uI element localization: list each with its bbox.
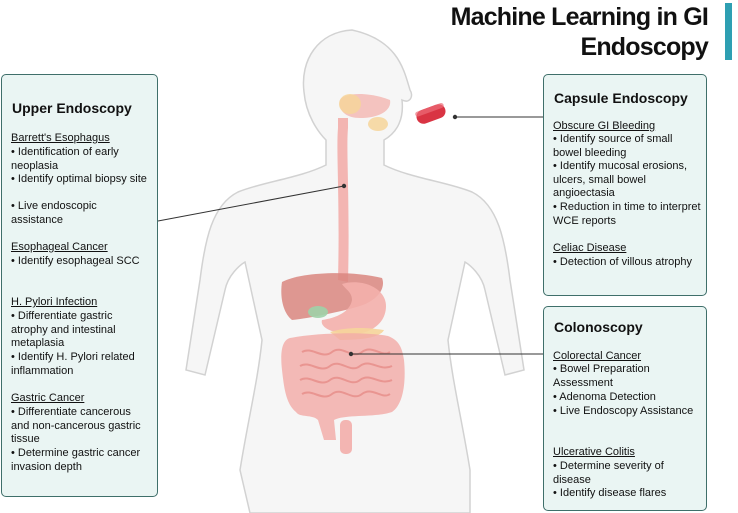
list-item: • Live endoscopic assistance [11, 200, 97, 226]
list-item: • Determine gastric cancer invasion dept… [11, 447, 141, 473]
list-item: • Identify H. Pylori related inflammatio… [11, 351, 135, 377]
gallbladder [308, 306, 328, 318]
list-item: • Identify mucosal erosions, ulcers, sma… [553, 160, 688, 199]
gastric-cancer-heading: Gastric Cancer [11, 392, 85, 404]
upper-endoscopy-title: Upper Endoscopy [12, 100, 132, 116]
connector-dots [341, 114, 458, 357]
upper-endoscopy-panel: Upper Endoscopy Barrett's Esophagus • Id… [1, 74, 158, 497]
obscure-gi-bleeding-heading: Obscure GI Bleeding [553, 120, 656, 132]
capsule-endoscopy-panel: Capsule Endoscopy Obscure GI Bleeding • … [543, 74, 707, 296]
celiac-disease-heading: Celiac Disease [553, 242, 627, 254]
capsule-icon [415, 102, 446, 124]
barretts-esophagus-heading: Barrett's Esophagus [11, 132, 110, 144]
list-item: • Reduction in time to interpret WCE rep… [553, 201, 701, 227]
colonoscopy-panel: Colonoscopy Colorectal Cancer • Bowel Pr… [543, 306, 707, 511]
capsule-endoscopy-title: Capsule Endoscopy [554, 90, 688, 106]
list-item: • Identify disease flares [553, 487, 667, 499]
list-item: • Detection of villous atrophy [553, 256, 692, 268]
small-intestine [299, 348, 393, 398]
list-item: • Identify optimal biopsy site [11, 173, 147, 185]
stomach [321, 282, 386, 335]
list-item: • Identification of early neoplasia [11, 146, 119, 172]
h-pylori-heading: H. Pylori Infection [11, 296, 98, 308]
salivary-gland [339, 94, 361, 114]
colorectal-cancer-heading: Colorectal Cancer [553, 350, 642, 362]
large-intestine [281, 333, 405, 440]
esophageal-cancer-heading: Esophageal Cancer [11, 241, 108, 253]
ulcerative-colitis-heading: Ulcerative Colitis [553, 446, 635, 458]
figure-title-line2: Endoscopy [580, 33, 708, 61]
list-item: • Differentiate cancerous and non-cancer… [11, 406, 141, 445]
list-item: • Bowel Preparation Assessment [553, 363, 650, 389]
list-item: • Adenoma Detection [553, 391, 656, 403]
list-item: • Live Endoscopy Assistance [553, 405, 694, 417]
connector-lines [157, 116, 543, 355]
title-accent-bar [725, 3, 732, 60]
list-item: • Identify esophageal SCC [11, 255, 140, 267]
list-item: • Determine severity of disease [553, 460, 664, 486]
list-item: • Differentiate gastric atrophy and inte… [11, 310, 116, 349]
list-item: • Identify source of small bowel bleedin… [553, 133, 673, 159]
rectum [340, 420, 352, 454]
body-silhouette [185, 29, 525, 513]
figure-title-line1: Machine Learning in GI [450, 3, 709, 31]
esophagus [337, 118, 349, 282]
salivary-gland [368, 117, 388, 131]
colonoscopy-title: Colonoscopy [554, 319, 643, 335]
